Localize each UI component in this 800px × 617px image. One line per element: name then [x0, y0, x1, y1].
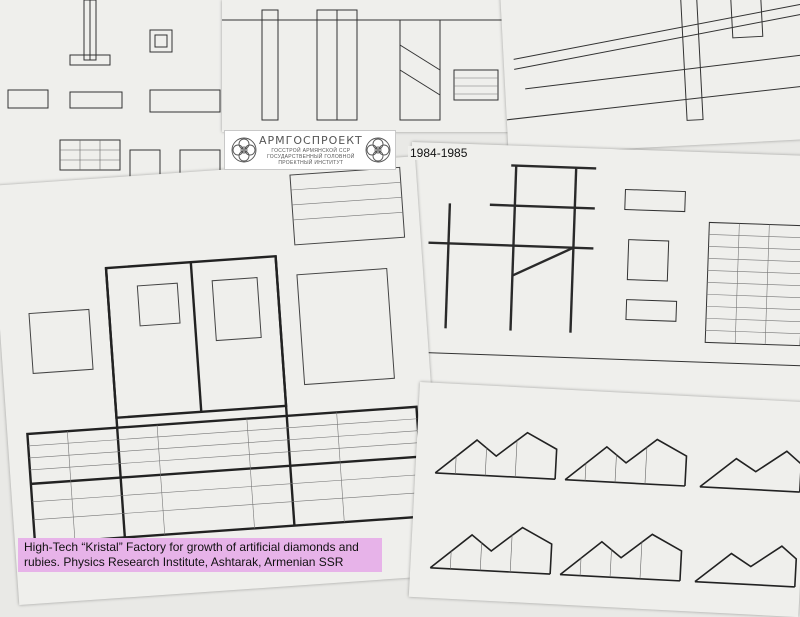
drawing-sheet-bottom-left — [0, 156, 445, 605]
logo-line-1: ГОССТРОЙ АРМЯНСКОЙ ССР — [271, 147, 351, 154]
logo-text-block: АРМГОСПРОЕКТ ГОССТРОЙ АРМЯНСКОЙ ССР ГОСУ… — [259, 135, 363, 166]
drawing-sheet-right-middle — [403, 142, 800, 411]
armgosproekt-emblem-icon — [231, 137, 257, 163]
drawing-details-frame-plan — [404, 164, 800, 367]
drawing-sheet-top-center — [222, 0, 512, 132]
logo-name: АРМГОСПРОЕКТ — [259, 133, 363, 147]
armgosproekt-logo: АРМГОСПРОЕКТ ГОССТРОЙ АРМЯНСКОЙ ССР ГОСУ… — [224, 130, 396, 170]
logo-line-3: ПРОЕКТНЫЙ ИНСТИТУТ — [278, 159, 344, 166]
drawing-sheet-bottom-right — [408, 382, 800, 617]
project-years: 1984-1985 — [408, 146, 470, 160]
drawing-sheet-top-right — [500, 0, 800, 155]
drawing-details-top-right — [506, 0, 800, 121]
drawing-details-top-center — [222, 9, 512, 121]
drawing-details-floor-plan — [26, 166, 426, 546]
caption: High-Tech “Kristal” Factory for growth o… — [18, 538, 382, 572]
blueprint-collage — [0, 0, 800, 588]
drawing-details-roof-sections — [429, 431, 800, 588]
armgosproekt-emblem-icon — [365, 137, 391, 163]
logo-line-2: ГОСУДАРСТВЕННЫЙ ГОЛОВНОЙ — [267, 153, 355, 160]
